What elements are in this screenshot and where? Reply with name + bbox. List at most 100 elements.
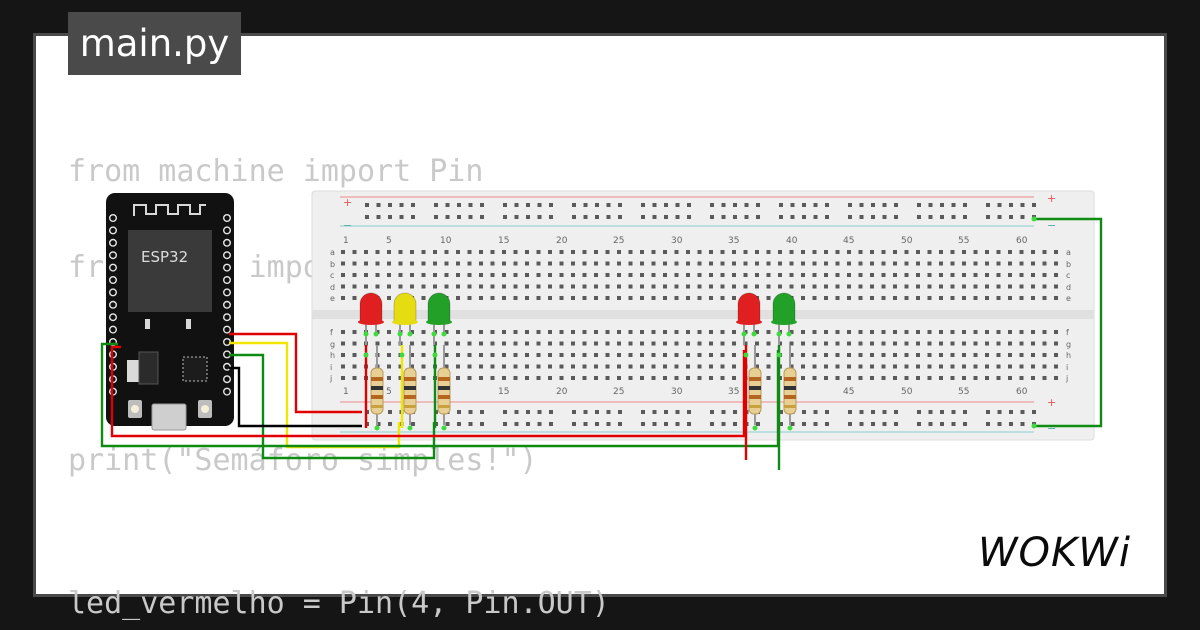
breadboard-hole[interactable] xyxy=(882,410,887,414)
breadboard-hole[interactable] xyxy=(917,215,921,219)
breadboard-hole[interactable] xyxy=(605,296,610,300)
breadboard-hole[interactable] xyxy=(341,273,345,277)
breadboard-hole[interactable] xyxy=(697,353,702,357)
breadboard-hole[interactable] xyxy=(732,364,736,369)
breadboard-hole[interactable] xyxy=(917,203,921,207)
breadboard-hole[interactable] xyxy=(755,341,759,346)
breadboard-hole[interactable] xyxy=(1019,261,1024,266)
breadboard-hole[interactable] xyxy=(985,296,989,300)
breadboard-hole[interactable] xyxy=(525,364,529,369)
breadboard-hole[interactable] xyxy=(812,296,817,300)
breadboard-hole[interactable] xyxy=(467,273,472,277)
breadboard-hole[interactable] xyxy=(881,284,886,289)
breadboard-hole[interactable] xyxy=(1031,284,1035,289)
breadboard-hole[interactable] xyxy=(870,261,874,266)
breadboard-hole[interactable] xyxy=(663,273,667,277)
breadboard-hole[interactable] xyxy=(720,341,725,346)
breadboard-hole[interactable] xyxy=(859,203,864,207)
breadboard-hole[interactable] xyxy=(973,273,978,277)
breadboard-hole[interactable] xyxy=(801,273,805,277)
breadboard-hole[interactable] xyxy=(514,410,519,414)
breadboard-hole[interactable] xyxy=(594,376,598,380)
breadboard-hole[interactable] xyxy=(904,284,909,289)
breadboard-hole[interactable] xyxy=(525,341,529,346)
breadboard-hole[interactable] xyxy=(1019,376,1024,380)
breadboard-hole[interactable] xyxy=(468,422,473,426)
breadboard-hole[interactable] xyxy=(1020,410,1025,414)
breadboard-hole[interactable] xyxy=(985,330,989,334)
breadboard-hole[interactable] xyxy=(789,330,794,334)
breadboard-hole[interactable] xyxy=(1008,330,1012,334)
breadboard-hole[interactable] xyxy=(732,330,736,334)
breadboard-hole[interactable] xyxy=(743,273,748,277)
breadboard-hole[interactable] xyxy=(640,273,644,277)
breadboard-hole[interactable] xyxy=(871,203,875,207)
breadboard-hole[interactable] xyxy=(825,215,829,219)
breadboard-hole[interactable] xyxy=(444,284,449,289)
breadboard-hole[interactable] xyxy=(468,215,473,219)
breadboard-hole[interactable] xyxy=(916,376,920,380)
breadboard-hole[interactable] xyxy=(364,284,368,289)
breadboard-hole[interactable] xyxy=(973,284,978,289)
breadboard-hole[interactable] xyxy=(766,273,771,277)
breadboard-hole[interactable] xyxy=(733,410,737,414)
breadboard-hole[interactable] xyxy=(848,422,852,426)
breadboard-hole[interactable] xyxy=(1008,261,1012,266)
breadboard-hole[interactable] xyxy=(651,261,656,266)
breadboard-hole[interactable] xyxy=(1054,341,1058,346)
board-pin[interactable] xyxy=(108,263,117,272)
breadboard-hole[interactable] xyxy=(651,341,656,346)
breadboard-hole[interactable] xyxy=(467,341,472,346)
breadboard-hole[interactable] xyxy=(997,422,1002,426)
breadboard-hole[interactable] xyxy=(1031,273,1035,277)
breadboard-hole[interactable] xyxy=(927,250,932,254)
breadboard-hole[interactable] xyxy=(709,296,713,300)
breadboard-hole[interactable] xyxy=(697,273,702,277)
breadboard-hole[interactable] xyxy=(951,203,956,207)
breadboard-hole[interactable] xyxy=(1020,215,1025,219)
breadboard-hole[interactable] xyxy=(456,273,460,277)
breadboard-hole[interactable] xyxy=(548,250,552,254)
breadboard-hole[interactable] xyxy=(950,341,955,346)
breadboard-hole[interactable] xyxy=(985,284,989,289)
breadboard-hole[interactable] xyxy=(364,273,368,277)
breadboard-hole[interactable] xyxy=(479,273,483,277)
breadboard-hole[interactable] xyxy=(697,250,702,254)
breadboard-hole[interactable] xyxy=(445,422,450,426)
breadboard-hole[interactable] xyxy=(721,422,726,426)
breadboard-hole[interactable] xyxy=(444,250,449,254)
breadboard-hole[interactable] xyxy=(950,261,955,266)
breadboard-hole[interactable] xyxy=(790,203,795,207)
breadboard-hole[interactable] xyxy=(997,203,1002,207)
breadboard-hole[interactable] xyxy=(893,250,897,254)
breadboard-hole[interactable] xyxy=(571,341,575,346)
breadboard-hole[interactable] xyxy=(456,296,460,300)
breadboard-hole[interactable] xyxy=(582,261,587,266)
breadboard-hole[interactable] xyxy=(720,261,725,266)
breadboard-hole[interactable] xyxy=(1031,376,1035,380)
breadboard-hole[interactable] xyxy=(467,364,472,369)
breadboard-hole[interactable] xyxy=(1019,330,1024,334)
breadboard-hole[interactable] xyxy=(605,353,610,357)
breadboard-hole[interactable] xyxy=(973,364,978,369)
breadboard-hole[interactable] xyxy=(881,330,886,334)
breadboard-hole[interactable] xyxy=(651,376,656,380)
breadboard-hole[interactable] xyxy=(812,341,817,346)
breadboard-hole[interactable] xyxy=(410,250,414,254)
breadboard-hole[interactable] xyxy=(618,410,622,414)
breadboard-hole[interactable] xyxy=(1042,261,1047,266)
breadboard-hole[interactable] xyxy=(950,284,955,289)
breadboard-hole[interactable] xyxy=(628,273,633,277)
breadboard-hole[interactable] xyxy=(812,330,817,334)
breadboard-hole[interactable] xyxy=(801,330,805,334)
breadboard-hole[interactable] xyxy=(996,296,1001,300)
breadboard-hole[interactable] xyxy=(537,203,542,207)
breadboard-hole[interactable] xyxy=(365,203,369,207)
breadboard-hole[interactable] xyxy=(640,341,644,346)
breadboard-hole[interactable] xyxy=(802,203,806,207)
breadboard-hole[interactable] xyxy=(687,215,691,219)
breadboard-hole[interactable] xyxy=(963,203,967,207)
breadboard-hole[interactable] xyxy=(457,410,461,414)
breadboard-hole[interactable] xyxy=(341,376,345,380)
breadboard-hole[interactable] xyxy=(375,284,380,289)
